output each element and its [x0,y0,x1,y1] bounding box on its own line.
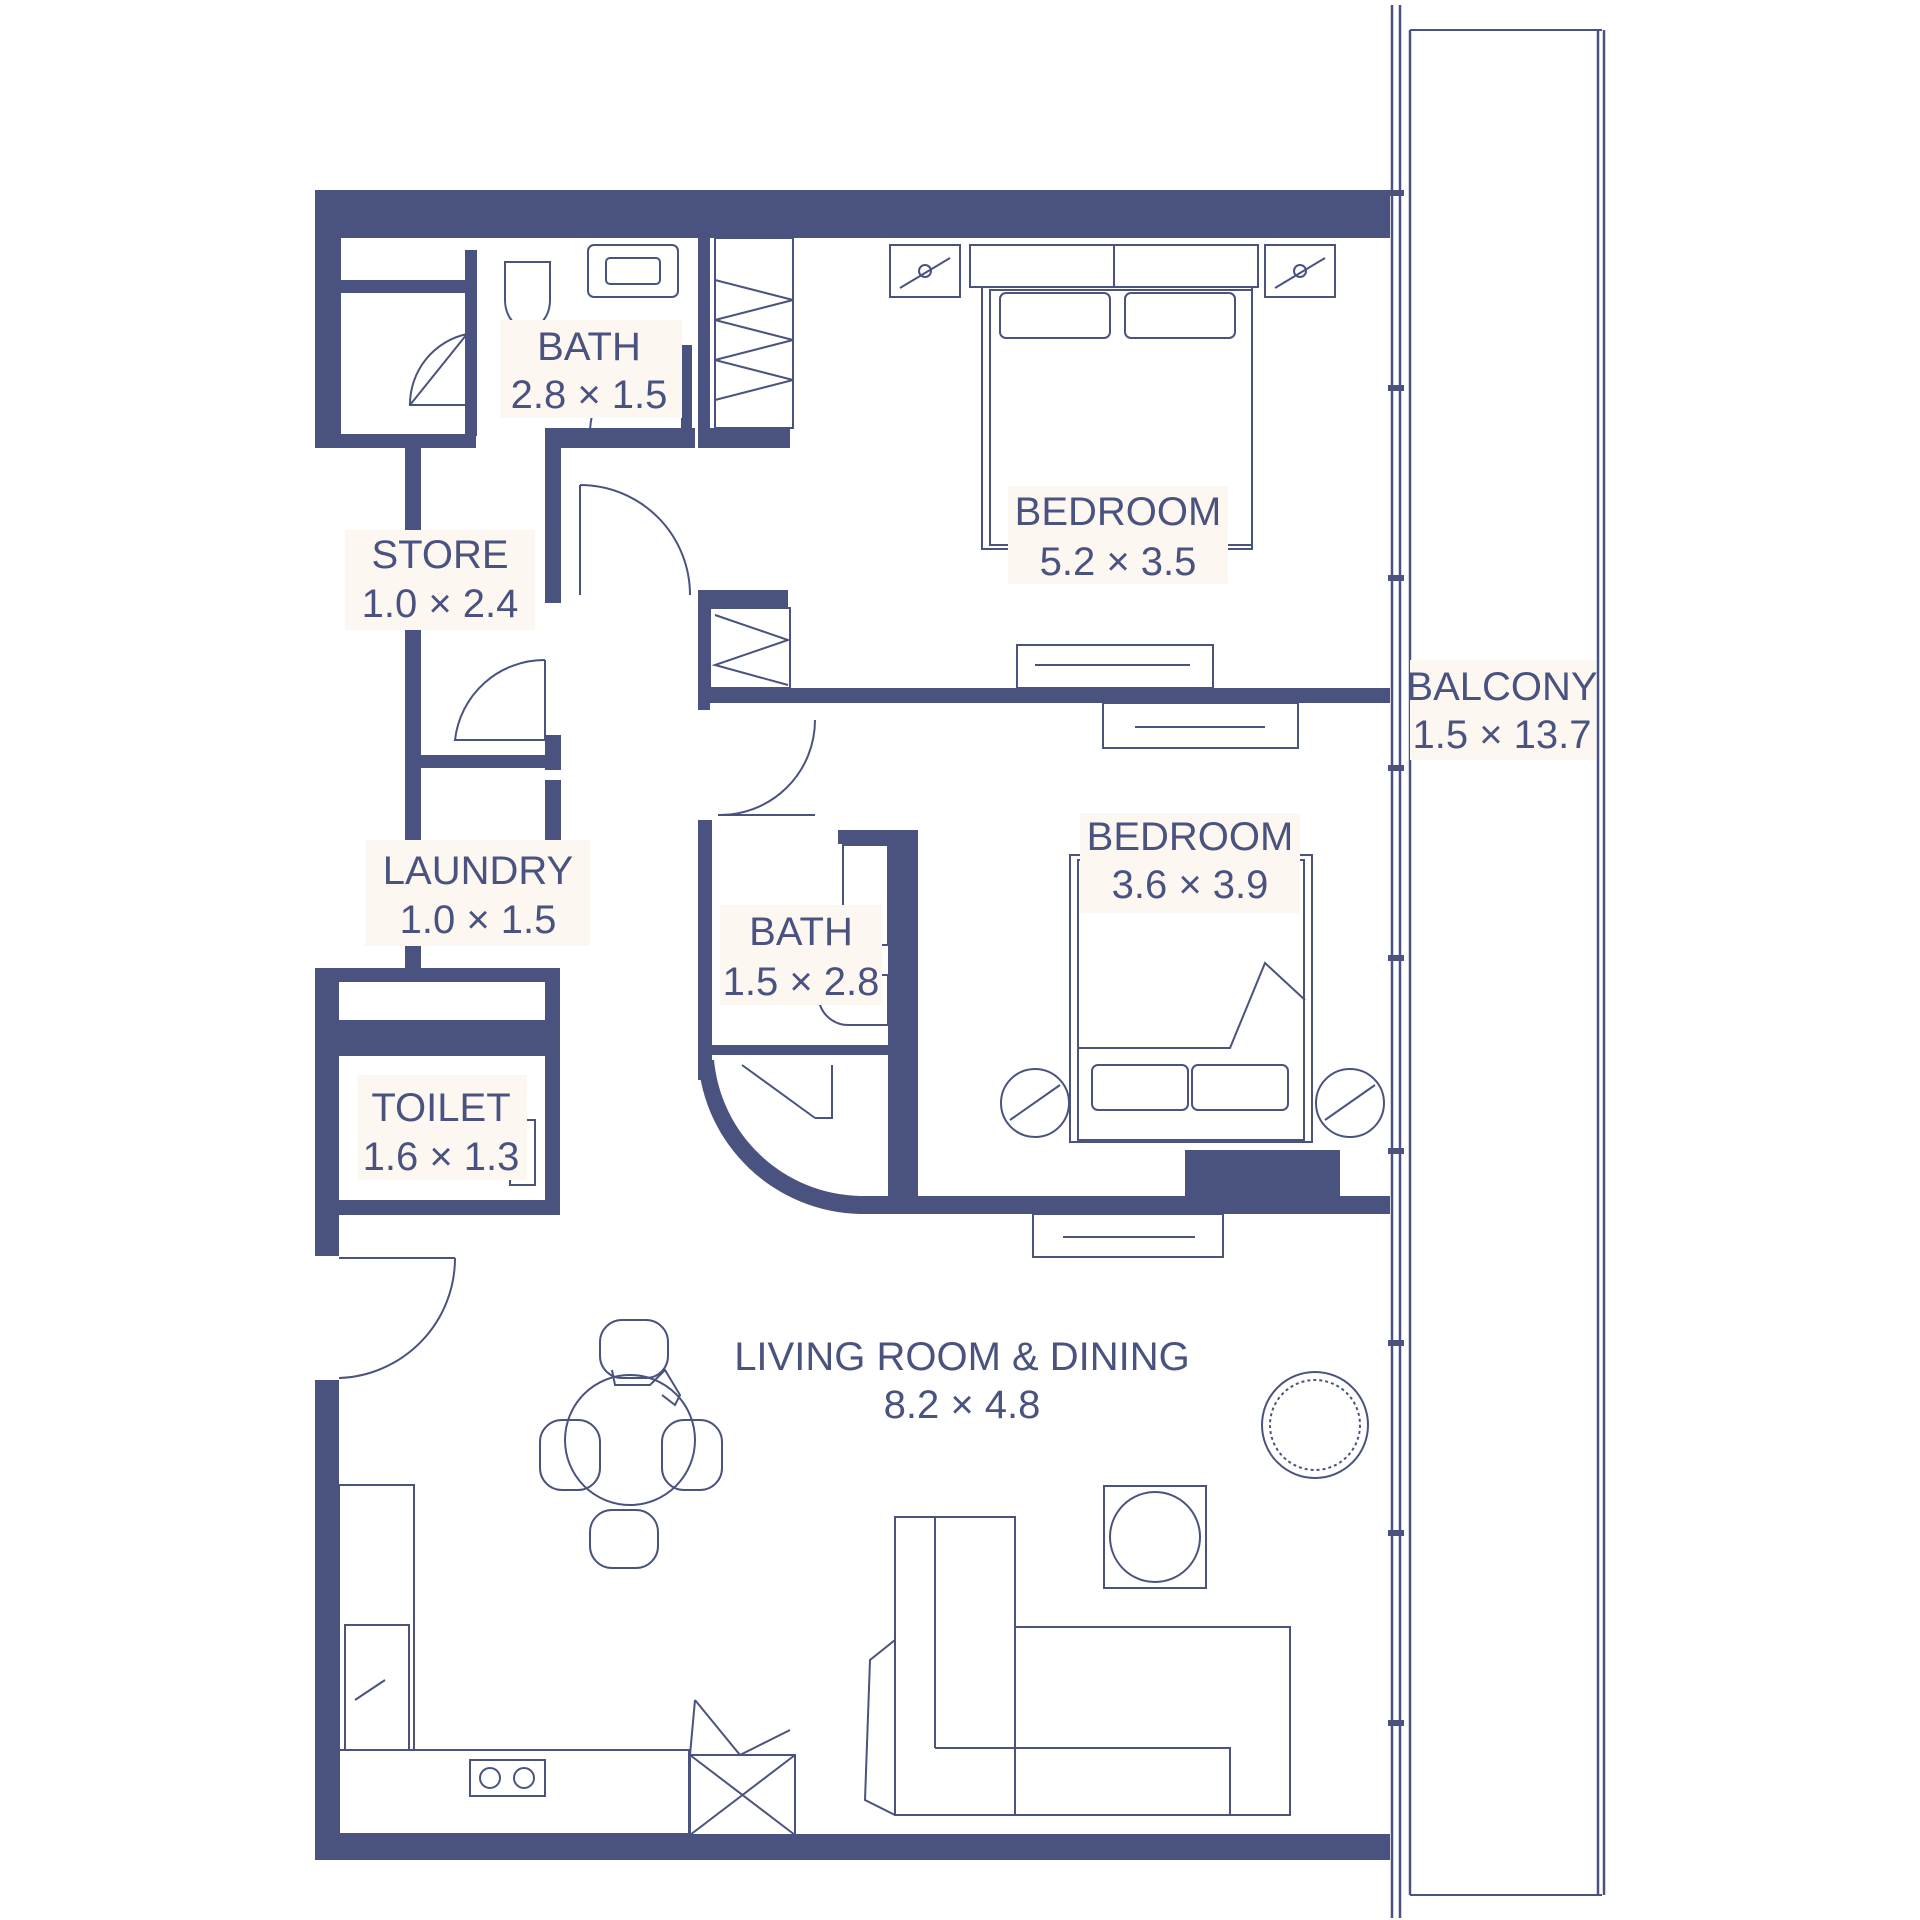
dresser-1-icon [1016,644,1214,689]
sofa-icon [863,1516,1291,1816]
armchair-icon [1103,1485,1207,1589]
balcony-mullions [1388,190,1404,1726]
room-label-store: STORE 1.0 × 2.4 [345,530,535,630]
svg-text:BATH: BATH [537,325,641,369]
svg-text:1.5 × 2.8: 1.5 × 2.8 [723,960,880,1004]
door-bath-2 [741,1064,833,1119]
balcony-glazing [1388,5,1606,1918]
svg-text:1.6 × 1.3: 1.6 × 1.3 [363,1135,520,1179]
toilet-icon [504,261,551,330]
round-side-table-icon [1261,1371,1369,1479]
walls [315,190,1390,1860]
svg-text:3.6 × 3.9: 3.6 × 3.9 [1112,863,1269,907]
svg-text:BALCONY: BALCONY [1406,665,1597,709]
nightstand-1-icon [889,244,961,298]
room-label-bedroom-2: BEDROOM 3.6 × 3.9 [1080,813,1300,913]
svg-text:1.0 × 1.5: 1.0 × 1.5 [400,898,557,942]
wardrobe-2-icon [709,607,791,689]
svg-text:8.2 × 4.8: 8.2 × 4.8 [884,1383,1041,1427]
wardrobe-1-icon [714,237,794,429]
svg-text:LIVING ROOM & DINING: LIVING ROOM & DINING [734,1335,1190,1379]
svg-text:1.0 × 2.4: 1.0 × 2.4 [362,582,519,626]
kitchen-counter-icon [338,1484,690,1835]
dresser-2-icon [1102,702,1299,749]
room-label-balcony: BALCONY 1.5 × 13.7 [1406,660,1598,760]
door-closet [408,333,468,406]
nightstand-3-icon [1000,1068,1070,1138]
room-label-living: LIVING ROOM & DINING 8.2 × 4.8 [734,1335,1190,1427]
svg-text:2.8 × 1.5: 2.8 × 1.5 [511,373,668,417]
svg-text:BEDROOM: BEDROOM [1015,490,1222,534]
door-bedroom-2 [717,719,816,817]
room-label-bath-1: BATH 2.8 × 1.5 [500,320,682,418]
svg-text:BATH: BATH [749,910,853,954]
nightstand-2-icon [1264,244,1336,298]
svg-text:5.2 × 3.5: 5.2 × 3.5 [1040,540,1197,584]
nightstand-4-icon [1315,1068,1385,1138]
svg-text:BEDROOM: BEDROOM [1087,815,1294,859]
door-entry [338,1257,456,1379]
dining-table-icon [539,1319,723,1569]
svg-text:TOILET: TOILET [371,1086,510,1130]
svg-text:1.5 × 13.7: 1.5 × 13.7 [1412,713,1591,757]
sink-icon [587,244,679,298]
door-store [453,658,546,741]
door-bedroom-1 [579,484,691,596]
room-label-toilet: TOILET 1.6 × 1.3 [357,1075,527,1180]
fridge-icon [689,1699,796,1836]
tv-unit-icon [1032,1213,1224,1258]
room-label-laundry: LAUNDRY 1.0 × 1.5 [365,840,590,946]
room-label-bedroom-1: BEDROOM 5.2 × 3.5 [1008,486,1228,584]
room-label-bath-2: BATH 1.5 × 2.8 [720,905,882,1005]
svg-text:STORE: STORE [371,533,508,577]
svg-text:LAUNDRY: LAUNDRY [383,849,573,893]
